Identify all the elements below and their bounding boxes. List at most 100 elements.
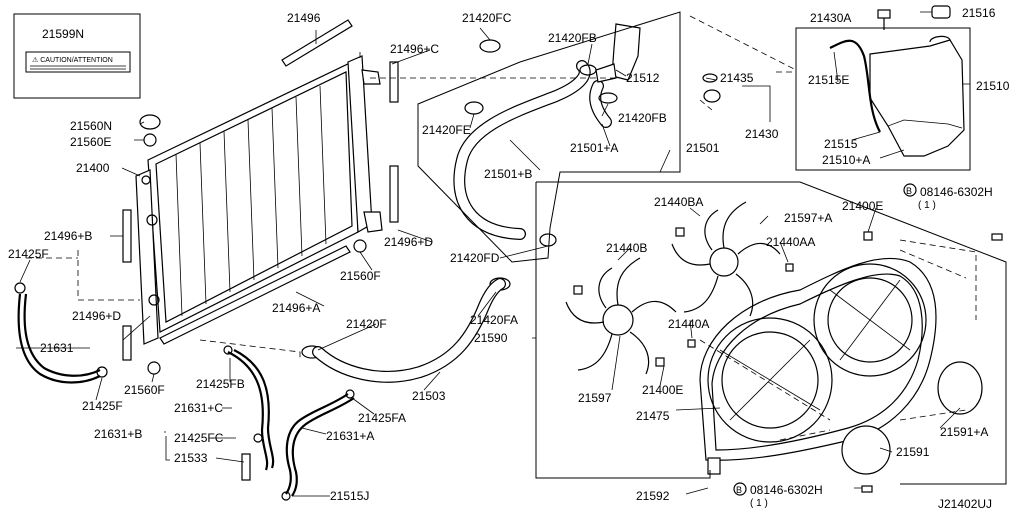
label-21501-a: 21501+A xyxy=(570,141,618,155)
label-bolt-top-qty: ( 1 ) xyxy=(918,200,936,211)
label-21516: 21516 xyxy=(962,6,996,20)
label-21591-a: 21591+A xyxy=(940,425,988,439)
label-21420fd: 21420FD xyxy=(450,251,500,265)
upper-hose xyxy=(453,60,612,240)
seal-21496-d-right xyxy=(389,165,399,223)
clamp-21420fc xyxy=(479,39,501,53)
radiator-core xyxy=(135,55,383,345)
label-21420fe: 21420FE xyxy=(422,123,471,137)
label-21591: 21591 xyxy=(896,445,930,459)
label-21420fc: 21420FC xyxy=(462,11,512,25)
label-21400e-bottom: 21400E xyxy=(642,383,683,397)
fan-21597-a xyxy=(671,201,781,317)
filler-neck xyxy=(595,23,641,83)
label-21400: 21400 xyxy=(76,161,110,175)
reservoir-box xyxy=(702,5,971,171)
label-21512: 21512 xyxy=(626,71,660,85)
clamp-21420fb-top xyxy=(579,64,597,76)
label-21425f-top: 21425F xyxy=(8,247,49,261)
seal-21496-b xyxy=(122,209,132,263)
label-21420fb-top: 21420FB xyxy=(548,31,597,45)
label-21503: 21503 xyxy=(412,389,446,403)
seal-21496-c xyxy=(389,61,399,103)
mount-21560e xyxy=(143,133,157,147)
caution-label: 21599N ⚠ CAUTION/ATTENTION xyxy=(13,13,141,99)
label-21430: 21430 xyxy=(745,127,779,141)
label-21631-b: 21631+B xyxy=(94,427,142,441)
label-21631-a: 21631+A xyxy=(326,429,374,443)
nut-21440ba xyxy=(675,227,685,237)
grommet-21400e-top xyxy=(863,231,873,241)
label-21560f-bottom: 21560F xyxy=(124,383,165,397)
label-21560e: 21560E xyxy=(70,135,111,149)
label-21560f-top: 21560F xyxy=(340,269,381,283)
label-21631: 21631 xyxy=(40,341,74,355)
caution-label-part-number: 21599N xyxy=(42,27,84,41)
label-21510-a: 21510+A xyxy=(822,153,870,167)
label-21440ba: 21440BA xyxy=(654,195,703,209)
label-bolt-bottom: 08146-6302H xyxy=(750,483,823,497)
bolt-top xyxy=(991,233,1003,241)
mount-21560f-top xyxy=(353,239,367,253)
grommet-21400e-bottom xyxy=(655,357,665,367)
nut-21440aa xyxy=(785,263,794,272)
label-21501-b: 21501+B xyxy=(484,167,532,181)
label-21496-a: 21496+A xyxy=(272,301,320,315)
reference-lines xyxy=(16,11,1007,497)
label-bolt-top: 08146-6302H xyxy=(920,185,993,199)
seal-21496 xyxy=(281,19,353,67)
label-21590: 21590 xyxy=(474,331,508,345)
clamp-21420fb-mid xyxy=(598,92,618,104)
label-21425fc: 21425FC xyxy=(174,431,224,445)
label-21440a: 21440A xyxy=(668,317,709,331)
label-21440aa: 21440AA xyxy=(766,235,815,249)
label-21420f: 21420F xyxy=(346,317,387,331)
mount-21560n xyxy=(139,114,161,130)
label-21592: 21592 xyxy=(636,489,670,503)
bolt-marker-bottom: B xyxy=(736,485,742,495)
diagram-id: J21402UJ xyxy=(938,497,992,511)
bolt-marker-top: B xyxy=(906,186,912,196)
label-21496-d-left: 21496+D xyxy=(72,309,121,323)
nut-21440a xyxy=(687,339,696,348)
label-21430a: 21430A xyxy=(810,11,851,25)
motor-21591-a xyxy=(937,361,983,415)
label-21425f-bottom: 21425F xyxy=(82,399,123,413)
label-21515e: 21515E xyxy=(808,73,849,87)
part-labels: 21496 21420FC 21420FB 21512 21496+C 2143… xyxy=(8,6,1010,511)
label-21631-c: 21631+C xyxy=(174,401,223,415)
clamp-21420fd xyxy=(539,233,557,247)
small-hoses xyxy=(14,282,355,501)
bolt-label-bottom: B 08146-6302H ( 1 ) xyxy=(733,482,823,509)
label-21496-c: 21496+C xyxy=(390,42,439,56)
label-21515j: 21515J xyxy=(330,489,369,503)
label-21515: 21515 xyxy=(824,137,858,151)
bolt-label-top: B 08146-6302H ( 1 ) xyxy=(903,183,993,211)
label-21533: 21533 xyxy=(174,451,208,465)
label-21597-a: 21597+A xyxy=(784,211,832,225)
caution-label-text: ⚠ CAUTION/ATTENTION xyxy=(32,56,113,64)
clamp-21420fe xyxy=(464,101,484,115)
lower-hose xyxy=(312,278,506,383)
seal-strips xyxy=(122,19,399,361)
label-21425fa: 21425FA xyxy=(358,411,406,425)
label-21496: 21496 xyxy=(287,11,321,25)
label-21510: 21510 xyxy=(976,79,1010,93)
bolt-bottom xyxy=(861,485,873,493)
label-21475: 21475 xyxy=(636,409,670,423)
seal-21496-a xyxy=(159,245,351,345)
label-21420fa: 21420FA xyxy=(470,313,518,327)
label-21560n: 21560N xyxy=(70,119,112,133)
label-21425fb: 21425FB xyxy=(196,377,245,391)
label-21496-d-right: 21496+D xyxy=(384,235,433,249)
fan-21597 xyxy=(565,257,677,375)
label-21496-b: 21496+B xyxy=(44,229,92,243)
label-bolt-bottom-qty: ( 1 ) xyxy=(750,498,768,509)
label-21420fb-mid: 21420FB xyxy=(618,111,667,125)
mount-21560f-bottom xyxy=(147,361,161,375)
label-21435: 21435 xyxy=(720,71,754,85)
nut-21440b xyxy=(573,285,583,295)
fan-assembly xyxy=(565,201,1003,493)
label-21440b: 21440B xyxy=(606,241,647,255)
